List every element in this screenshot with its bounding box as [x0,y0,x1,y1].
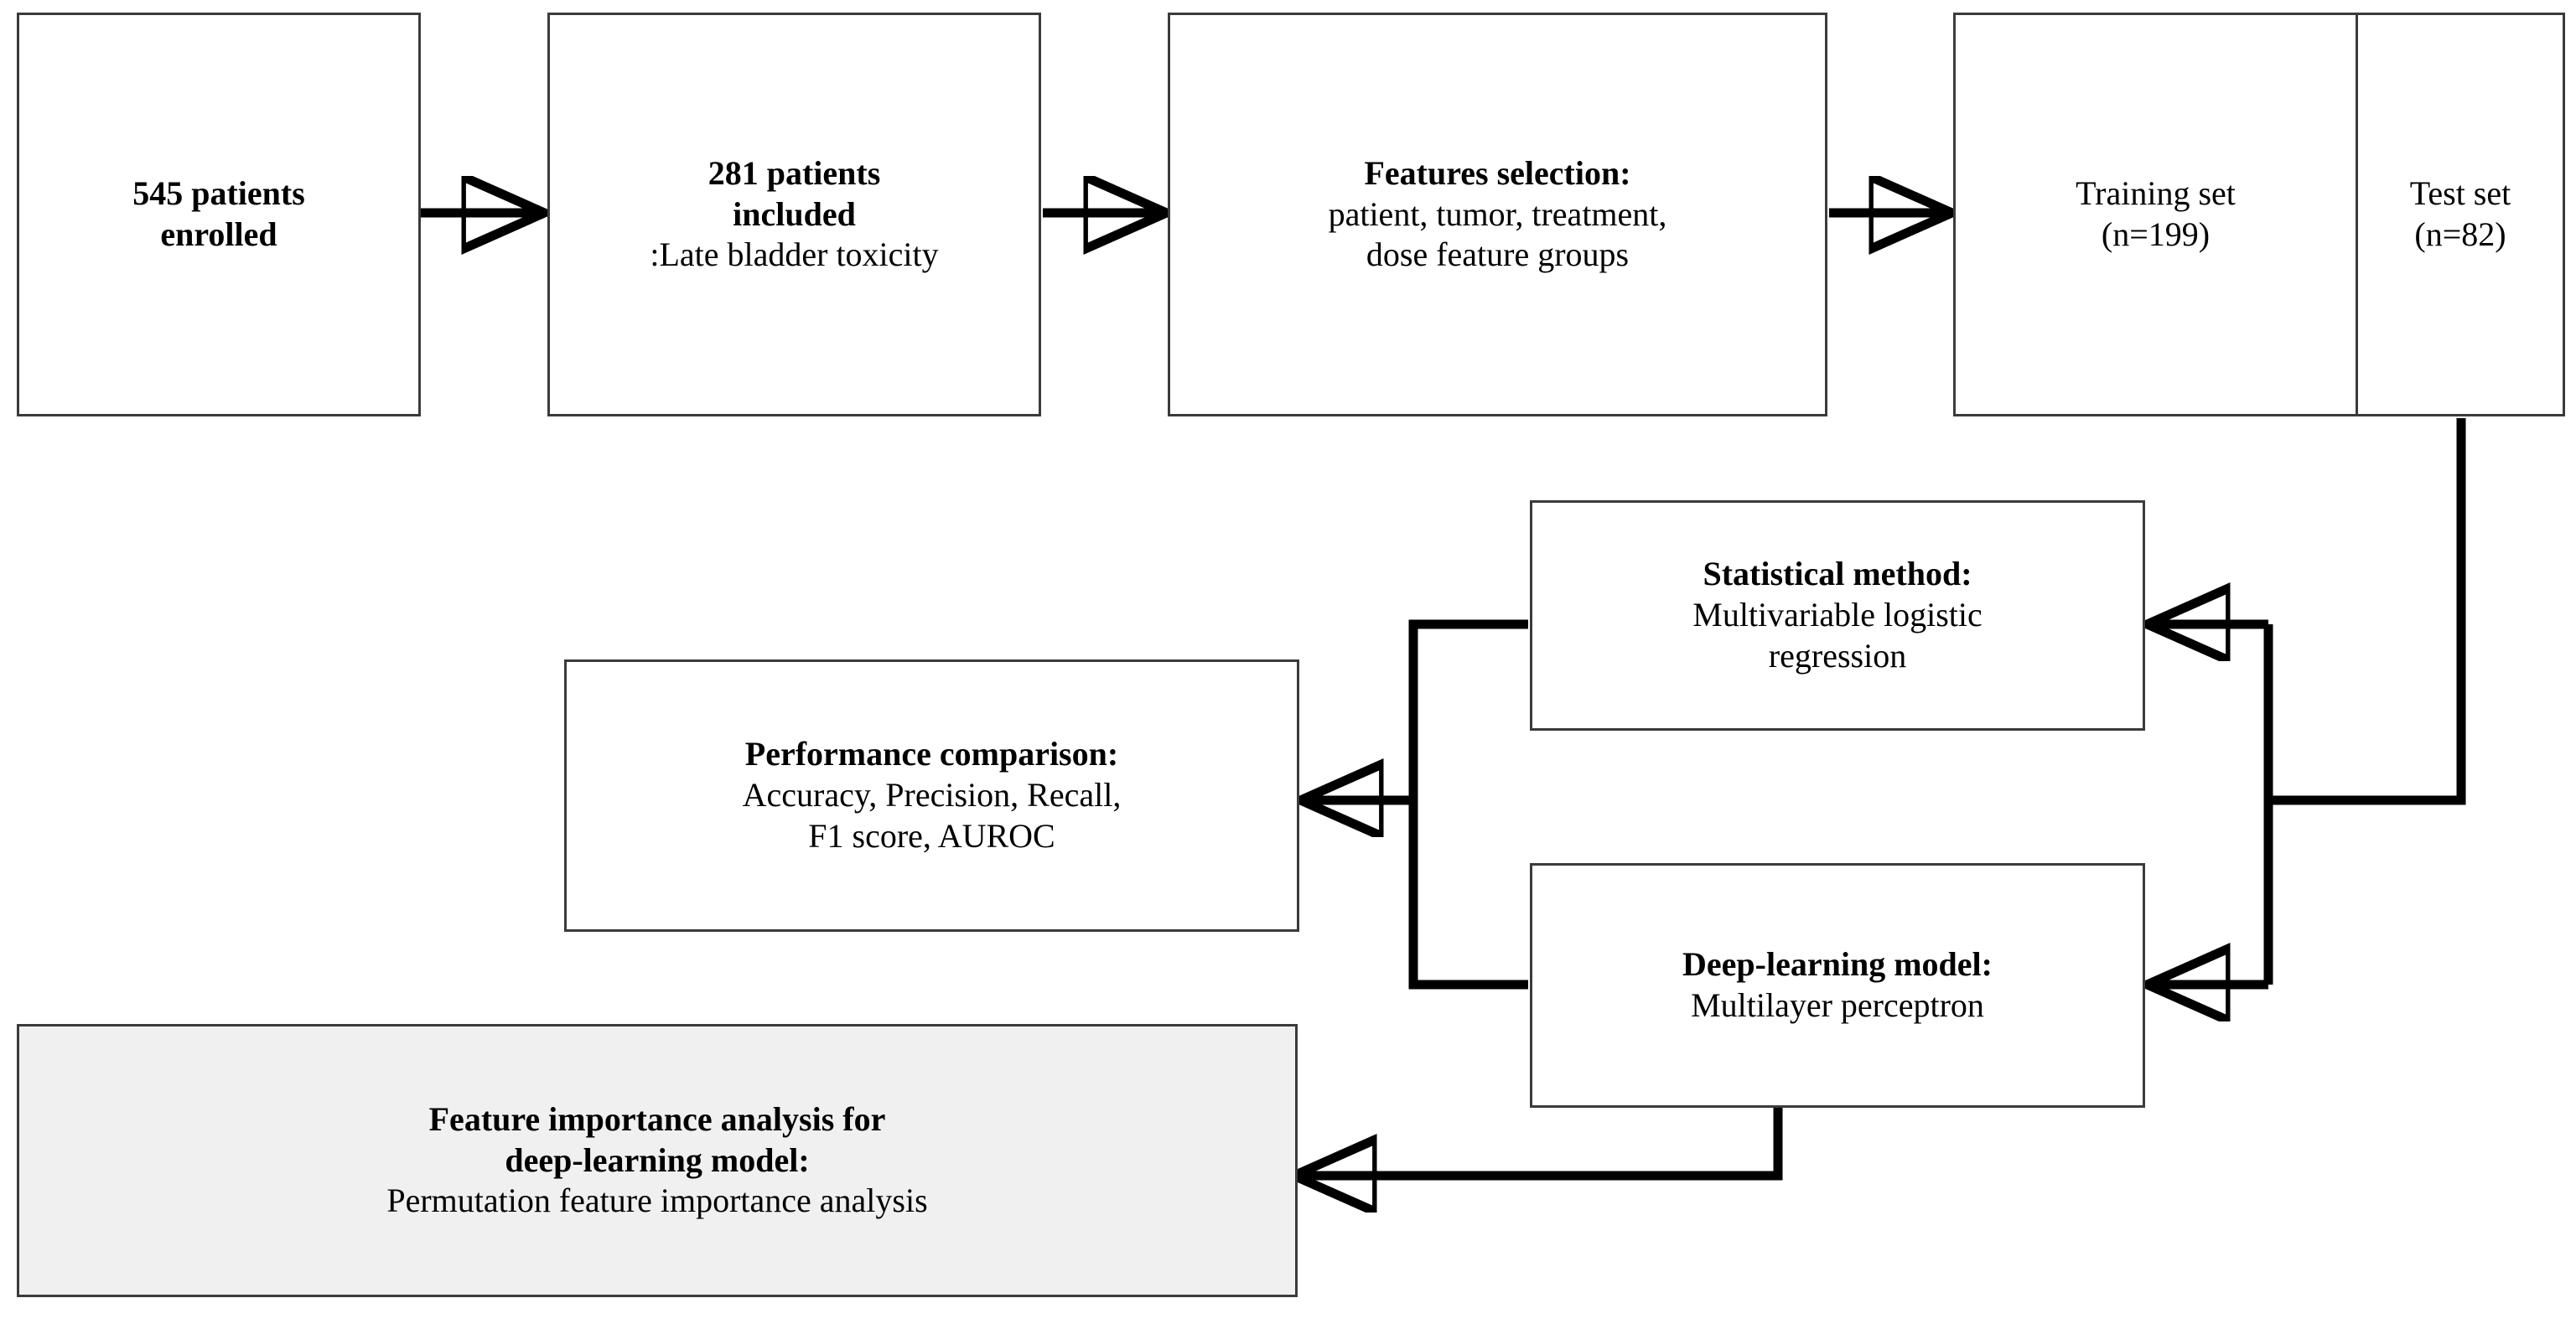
node-enrolled-line2: enrolled [160,215,277,253]
node-deep-learning-title: Deep-learning model: [1682,945,1993,984]
node-included-subtitle: :Late bladder toxicity [650,235,939,274]
node-feature-importance-subtitle: Permutation feature importance analysis [386,1182,928,1220]
node-features-selection[interactable]: Features selection: patient, tumor, trea… [1168,13,1827,416]
arrow-models-to-performance [1304,619,1528,990]
node-training-set[interactable]: Training set (n=199) [1956,15,2356,414]
node-deep-learning-model[interactable]: Deep-learning model: Multilayer perceptr… [1530,863,2145,1108]
node-features-title: Features selection: [1364,153,1631,192]
node-feature-importance-title-line1: Feature importance analysis for [428,1099,886,1138]
node-test-set[interactable]: Test set (n=82) [2356,15,2563,414]
node-test-set-title: Test set [2409,174,2511,213]
node-included-title-line1: 281 patients [707,153,881,192]
node-performance-comparison[interactable]: Performance comparison: Accuracy, Precis… [564,659,1299,932]
node-features-line2: patient, tumor, treatment, [1328,194,1667,233]
node-enrolled-title: 545 patients [132,174,305,213]
node-features-line3: dose feature groups [1366,235,1630,274]
arrow-deeplearning-to-feature-importance [1298,1108,1783,1176]
node-included[interactable]: 281 patients included :Late bladder toxi… [547,13,1041,416]
node-test-set-count: (n=82) [2414,215,2506,253]
node-feature-importance[interactable]: Feature importance analysis for deep-lea… [17,1024,1298,1297]
node-included-title-line2: included [733,194,856,233]
arrow-testset-to-models [2151,418,2466,985]
node-statistical-method[interactable]: Statistical method: Multivariable logist… [1530,500,2145,731]
node-statistical-title: Statistical method: [1703,555,1972,593]
node-performance-line3: F1 score, AUROC [808,816,1055,855]
node-deep-learning-line2: Multilayer perceptron [1691,986,1984,1024]
node-dataset-split: Training set (n=199) Test set (n=82) [1953,13,2565,416]
node-statistical-line2: Multivariable logistic [1692,596,1983,634]
node-performance-title: Performance comparison: [744,735,1119,773]
node-training-set-count: (n=199) [2101,215,2211,253]
node-enrolled[interactable]: 545 patients enrolled [17,13,421,416]
node-feature-importance-title-line2: deep-learning model: [505,1140,810,1179]
node-performance-line2: Accuracy, Precision, Recall, [742,776,1122,814]
node-training-set-title: Training set [2076,174,2236,213]
node-statistical-line3: regression [1768,636,1907,675]
